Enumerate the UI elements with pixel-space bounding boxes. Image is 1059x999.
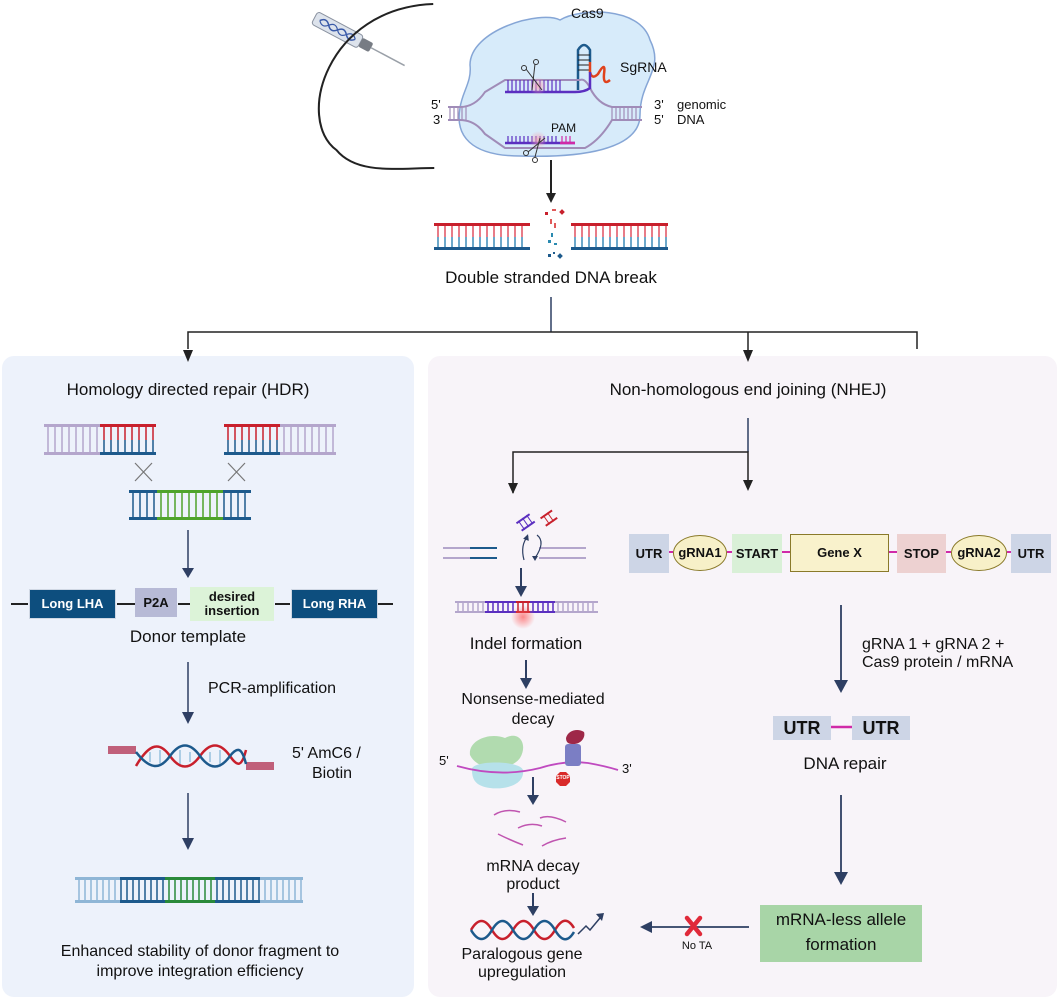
nhej-end-right [539, 547, 586, 559]
modified-donor-helix [108, 744, 274, 770]
hdr-result-line1: Enhanced stability of donor fragment to [60, 943, 340, 960]
sgrna-label: SgRNA [620, 59, 667, 75]
construct-gene-x: Gene X [790, 534, 889, 572]
blocked-x-icon [684, 915, 703, 937]
dna-fragments-icon [545, 209, 565, 259]
repaired-utr-left: UTR [773, 716, 831, 740]
modification-label-1: 5' AmC6 / [292, 745, 361, 762]
five-prime-left: 5' [431, 97, 441, 112]
five-prime-right: 5' [654, 112, 664, 127]
donor-segment-rha: Long RHA [291, 589, 378, 619]
genomic-dna [448, 72, 642, 149]
hdr-title: Homology directed repair (HDR) [66, 380, 310, 399]
donor-segment-p2a: P2A [135, 588, 177, 617]
hdr-dna-right [224, 424, 336, 455]
paralog-label-2: upregulation [477, 964, 567, 981]
donor-segment-lha: Long LHA [29, 589, 116, 619]
allele-label-1: mRNA-less allele [775, 910, 907, 929]
reagents-label-2: Cas9 protein / mRNA [862, 654, 1014, 671]
three-prime-left: 3' [433, 112, 443, 127]
nhej-panel [428, 356, 1057, 997]
indel-dna [455, 601, 598, 629]
cell-membrane [317, 3, 435, 170]
hdr-dna-left [44, 424, 156, 455]
integrated-dna [75, 877, 303, 903]
donor-template-label: Donor template [129, 627, 247, 646]
construct-stop: STOP [897, 534, 946, 573]
construct-start: START [732, 534, 782, 573]
hdr-donor-dna [129, 490, 251, 520]
nmd-ribosome-icon [456, 730, 619, 789]
pcr-label: PCR-amplification [208, 680, 337, 697]
nhej-title: Non-homologous end joining (NHEJ) [609, 380, 887, 399]
construct-utr-left: UTR [629, 534, 669, 573]
paralog-gene-helix [469, 919, 576, 941]
scissors-icon [521, 59, 543, 91]
mrna-fragments-icon [493, 809, 567, 847]
hdr-result-line2: improve integration efficiency [96, 963, 304, 980]
dna-fragment-icons [515, 509, 558, 561]
reagents-label-1: gRNA 1 + gRNA 2 + [862, 636, 1005, 653]
donor-segment-insertion: desired insertion [190, 587, 274, 621]
indel-label: Indel formation [469, 634, 583, 653]
allele-box [760, 905, 922, 962]
syringe-icon [311, 12, 405, 67]
hdr-panel [2, 356, 414, 997]
dsb-label: Double stranded DNA break [445, 268, 657, 287]
nhej-end-left [443, 547, 497, 559]
dna-break-left [434, 223, 530, 250]
dna-label: DNA [677, 112, 705, 127]
modification-label-2: Biotin [312, 765, 353, 782]
no-ta-label: No TA [681, 940, 713, 952]
mrna-three-prime: 3' [622, 761, 632, 776]
three-prime-right: 3' [654, 97, 664, 112]
construct-grna2: gRNA2 [951, 535, 1007, 571]
scissors-icon [523, 137, 546, 163]
allele-label-2: formation [805, 935, 877, 954]
construct-utr-right: UTR [1011, 534, 1051, 573]
upregulation-arrow-icon [577, 913, 604, 935]
repaired-utr-right: UTR [852, 716, 910, 740]
decay-label-2: product [506, 876, 560, 893]
construct-grna1: gRNA1 [673, 535, 727, 571]
crossover-icon [134, 462, 246, 482]
paralog-label-1: Paralogous gene [461, 946, 583, 963]
sgrna-icon [576, 43, 611, 90]
stop-sign-text: STOP [556, 775, 570, 781]
nmd-label-2: decay [511, 711, 555, 728]
dna-break-right [571, 223, 668, 250]
dna-repair-label: DNA repair [803, 754, 887, 773]
genomic-label: genomic [677, 97, 727, 112]
decay-label-1: mRNA decay [486, 858, 580, 875]
pam-label: PAM [551, 121, 577, 135]
nmd-label-1: Nonsense-mediated [461, 691, 605, 708]
cas9-label: Cas9 [571, 5, 604, 21]
mrna-five-prime: 5' [439, 753, 449, 768]
stop-sign-icon [556, 772, 570, 786]
